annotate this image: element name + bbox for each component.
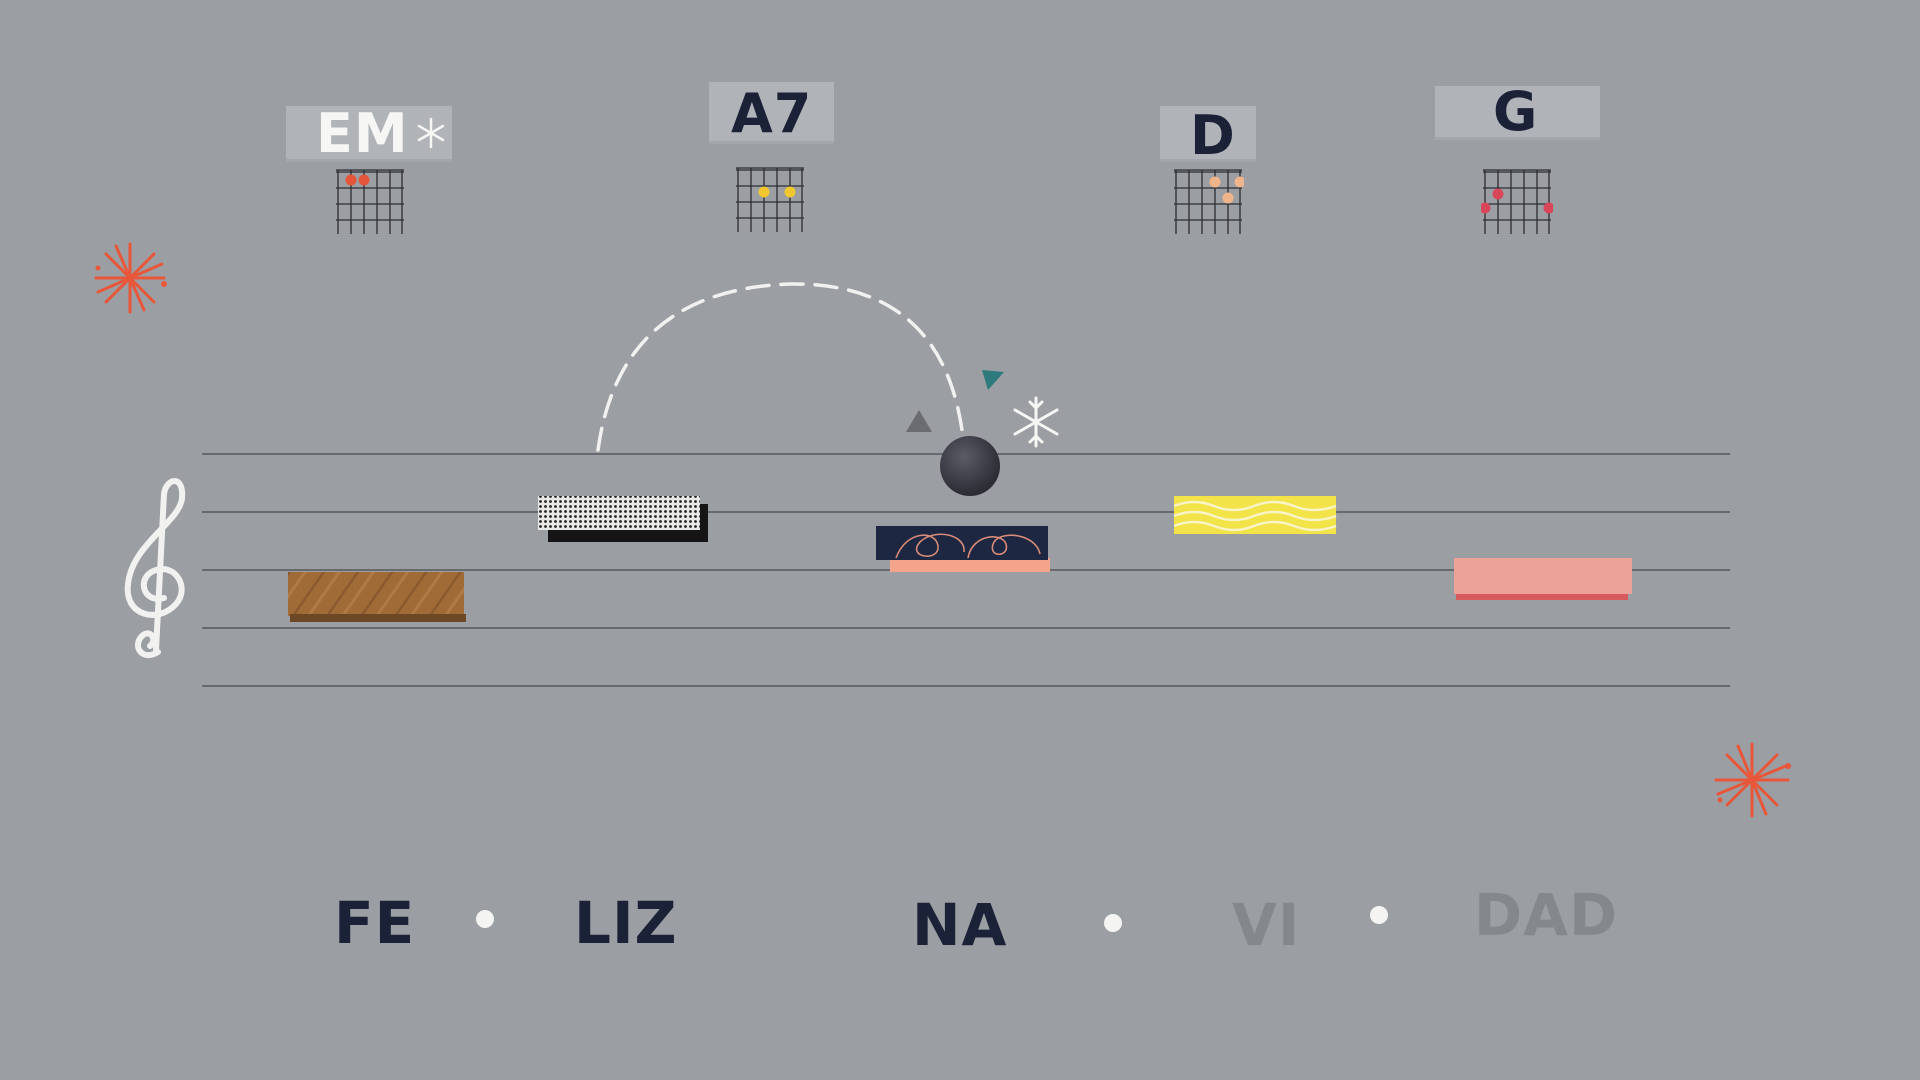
chord-diagram (336, 169, 404, 234)
chord-label (286, 106, 452, 162)
syllable-separator (1104, 914, 1122, 932)
note-bar-dad (1454, 558, 1632, 600)
chord-diagram (736, 167, 804, 232)
chord-label (709, 82, 834, 144)
syllable-separator (1370, 906, 1388, 924)
chord-label (1160, 106, 1256, 162)
chord-name: EM (316, 102, 409, 165)
snowflake-icon (1013, 396, 1059, 448)
note-bar-vi (1174, 496, 1337, 534)
chord-name: G (1493, 80, 1539, 143)
bounce-arc (596, 282, 964, 452)
star-burst-icon (1714, 742, 1791, 818)
bouncing-ball-icon (940, 436, 1000, 496)
note-bar-fe (288, 572, 466, 622)
chord-label (1435, 86, 1600, 140)
triangle-icon (906, 410, 932, 432)
lyric-syllable-liz: LIZ (574, 889, 678, 957)
lyric-syllable-fe: FE (334, 889, 416, 957)
note-bar-liz (538, 496, 708, 542)
chord-name: D (1190, 104, 1236, 167)
chord-name: A7 (731, 82, 813, 145)
star-burst-icon (94, 242, 167, 314)
lyric-syllable-dad: DAD (1474, 881, 1619, 949)
snowflake-icon (417, 117, 445, 149)
chord-diagram (1481, 169, 1553, 234)
chord-em: EM (286, 106, 452, 236)
syllable-separator (476, 910, 494, 928)
lyric-syllable-vi: VI (1232, 891, 1301, 959)
treble-clef-icon (124, 478, 186, 659)
triangle-icon (982, 370, 1004, 390)
chord-g: G (1435, 80, 1600, 236)
chord-d: D (1160, 106, 1256, 236)
chord-a7: A7 (709, 82, 834, 234)
note-bar-na (876, 526, 1050, 572)
lyric-syllable-na: NA (912, 891, 1008, 959)
chord-diagram (1174, 169, 1244, 234)
